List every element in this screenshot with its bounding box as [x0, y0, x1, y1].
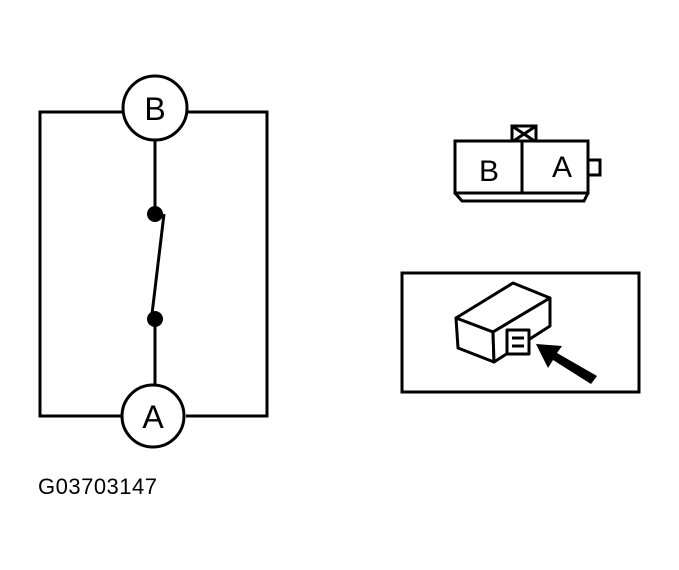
module-connector — [505, 328, 531, 356]
location-arrow-icon — [536, 344, 597, 384]
connector-tab — [586, 158, 602, 177]
terminal-b-label: B — [144, 91, 165, 127]
terminal-a-label: A — [142, 399, 164, 435]
connector-cavity-b: B — [479, 155, 499, 188]
terminal-a-circle — [120, 383, 186, 449]
connector-face — [453, 124, 602, 203]
connector-bottom-edge — [453, 192, 590, 203]
contact-lower — [147, 311, 163, 327]
figure-id: G03703147 — [38, 474, 158, 499]
contact-upper — [147, 206, 163, 222]
latch-cross-2 — [511, 124, 537, 144]
location-inset — [400, 271, 641, 394]
terminal-b-circle — [121, 74, 189, 142]
switch-schematic — [38, 74, 269, 449]
connector-cavity-a: A — [552, 151, 572, 184]
switch-blade — [150, 213, 166, 315]
module-3d — [454, 281, 552, 364]
loop-wire — [38, 110, 269, 418]
